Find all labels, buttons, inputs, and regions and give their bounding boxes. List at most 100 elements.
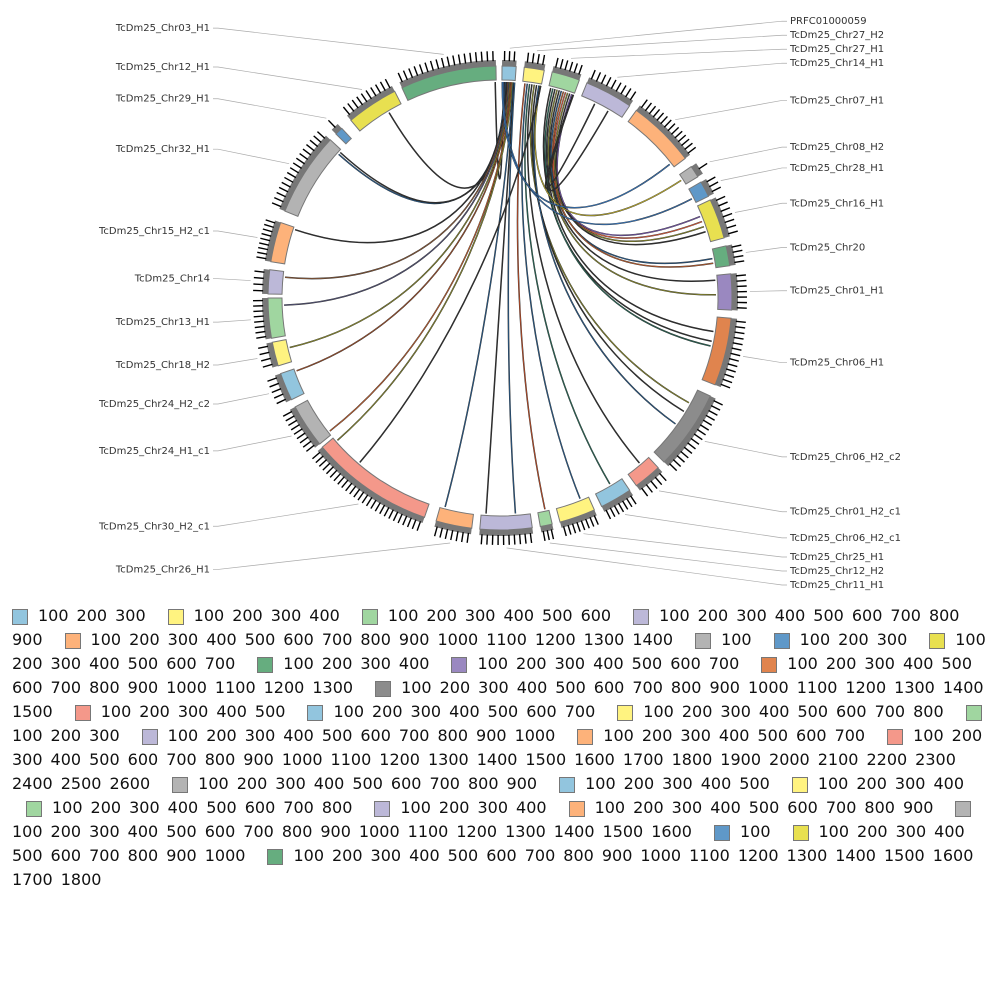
chromosome-band[interactable] xyxy=(501,65,517,82)
link xyxy=(296,82,512,372)
chromosome-band[interactable] xyxy=(335,127,353,145)
chromosome-band[interactable] xyxy=(678,165,699,185)
chromosome-band[interactable] xyxy=(294,399,332,445)
chromosome-band[interactable] xyxy=(594,478,631,508)
tick-mark xyxy=(621,500,629,510)
chromosome-band[interactable] xyxy=(716,273,733,311)
chromosome-TcDm25_Chr26_H1[interactable] xyxy=(433,506,474,543)
tick-label: 1200 xyxy=(263,678,305,697)
chromosome-TcDm25_Chr08_H2[interactable] xyxy=(678,162,708,185)
chromosome-TcDm25_Chr01_H1[interactable] xyxy=(716,273,748,311)
chromosome-TcDm25_Chr12_H1[interactable] xyxy=(342,78,402,132)
tick-mark xyxy=(424,62,429,73)
tick-label: 1700 xyxy=(12,870,53,889)
chromosome-scale-strip xyxy=(266,342,279,368)
chromosome-band[interactable] xyxy=(321,437,430,518)
tick-mark xyxy=(726,224,737,229)
chromosome-band[interactable] xyxy=(435,506,474,529)
chromosome-band[interactable] xyxy=(548,71,580,94)
tick-mark xyxy=(713,400,723,406)
chromosome-band[interactable] xyxy=(537,509,553,528)
chromosome-band[interactable] xyxy=(270,221,295,265)
tick-mark xyxy=(265,219,276,224)
tick-mark xyxy=(486,534,489,545)
tick-label: 1300 xyxy=(786,846,828,865)
chromosome-band[interactable] xyxy=(522,66,545,85)
chromosome-TcDm25_Chr25_H1[interactable] xyxy=(555,496,599,537)
chromosome-band[interactable] xyxy=(696,199,725,243)
tick-label: 900 xyxy=(243,750,274,769)
chromosome-band[interactable] xyxy=(627,456,659,487)
tick-label: 1400 xyxy=(942,678,984,697)
chromosome-band[interactable] xyxy=(284,139,342,217)
chromosome-scale-strip xyxy=(636,105,691,159)
chromosome-TcDm25_Chr18_H2[interactable] xyxy=(258,339,293,368)
tick-label: 300 xyxy=(244,726,276,745)
tick-mark xyxy=(435,59,440,70)
chromosome-band[interactable] xyxy=(688,181,710,204)
chromosome-TcDm25_Chr06_H2_c1[interactable] xyxy=(594,478,637,520)
chromosome-band[interactable] xyxy=(581,82,631,118)
chromosome-scale-strip xyxy=(479,527,534,536)
chromosome-band[interactable] xyxy=(555,496,596,523)
tick-label: 700 xyxy=(825,798,857,817)
chromosome-TcDm25_Chr24_H1_c1[interactable] xyxy=(282,399,332,452)
tick-mark xyxy=(452,55,456,66)
chromosome-TcDm25_Chr29_H1[interactable] xyxy=(327,119,353,145)
tick-label: 500 xyxy=(797,702,829,721)
chromosome-TcDm25_Chr28_H1[interactable] xyxy=(688,176,722,204)
tick-label: 100 xyxy=(659,606,690,625)
tick-label: 300 xyxy=(275,774,306,793)
chromosome-band[interactable] xyxy=(479,513,533,531)
chromosome-band[interactable] xyxy=(280,368,305,401)
chromosome-band[interactable] xyxy=(271,339,293,367)
chromosome-TcDm25_Chr12_H2[interactable] xyxy=(537,509,555,541)
tick-mark xyxy=(347,103,355,112)
tick-mark xyxy=(524,533,527,544)
tick-mark xyxy=(681,138,690,147)
chromosome-TcDm25_Chr14[interactable] xyxy=(253,268,285,295)
chromosome-band[interactable] xyxy=(627,109,686,168)
chromosome-band[interactable] xyxy=(401,65,497,102)
scale-swatch-TcDm25_Chr24_H2_c2 xyxy=(559,777,576,793)
tick-mark xyxy=(735,320,746,324)
scale-swatch-TcDm25_Chr32_H1 xyxy=(955,801,972,817)
chromosome-TcDm25_Chr27_H1[interactable] xyxy=(548,57,583,94)
chromosome-TcDm25_Chr13_H1[interactable] xyxy=(253,297,286,340)
chromosome-TcDm25_Chr14_H1[interactable] xyxy=(581,69,637,118)
chromosome-TcDm25_Chr03_H1[interactable] xyxy=(397,51,497,102)
label-leader-line xyxy=(213,435,292,452)
link xyxy=(534,85,682,216)
chromosome-TcDm25_Chr30_H2_c1[interactable] xyxy=(311,437,430,531)
chromosome-TcDm25_Chr32_H1[interactable] xyxy=(271,131,342,217)
tick-mark xyxy=(383,507,390,517)
label-leader-line xyxy=(213,230,258,238)
tick-label: 700 xyxy=(321,630,353,649)
chromosome-TcDm25_Chr20[interactable] xyxy=(711,244,745,269)
tick-mark xyxy=(288,419,298,427)
chromosome-TcDm25_Chr11_H1[interactable] xyxy=(479,513,534,545)
chromosome-band[interactable] xyxy=(711,245,731,269)
chromosome-TcDm25_Chr27_H2[interactable] xyxy=(522,52,546,85)
chromosome-PRFC01000059[interactable] xyxy=(501,51,517,82)
chromosome-TcDm25_Chr24_H2_c2[interactable] xyxy=(267,368,305,405)
tick-mark xyxy=(731,244,742,248)
tick-label: 800 xyxy=(864,798,895,817)
tick-mark xyxy=(693,433,703,441)
chromosome-band[interactable] xyxy=(350,90,402,132)
chromosome-TcDm25_Chr06_H1[interactable] xyxy=(701,316,746,389)
tick-mark xyxy=(617,502,625,513)
chromosome-TcDm25_Chr15_H2_c1[interactable] xyxy=(256,219,295,265)
chromosome-band[interactable] xyxy=(653,389,711,463)
tick-mark xyxy=(262,228,273,233)
chromosome-TcDm25_Chr16_H1[interactable] xyxy=(696,195,738,243)
tick-label: 1200 xyxy=(456,822,498,841)
tick-mark xyxy=(567,524,572,535)
chromosome-TcDm25_Chr07_H1[interactable] xyxy=(627,99,697,168)
scale-swatch-TcDm25_Chr03_H1 xyxy=(267,849,284,865)
chromosome-band[interactable] xyxy=(267,269,285,295)
chromosome-TcDm25_Chr06_H2_c2[interactable] xyxy=(653,389,723,472)
chromosome-TcDm25_Chr01_H2_c1[interactable] xyxy=(627,456,667,497)
tick-label: 1000 xyxy=(747,678,789,697)
chromosome-band[interactable] xyxy=(267,297,286,339)
